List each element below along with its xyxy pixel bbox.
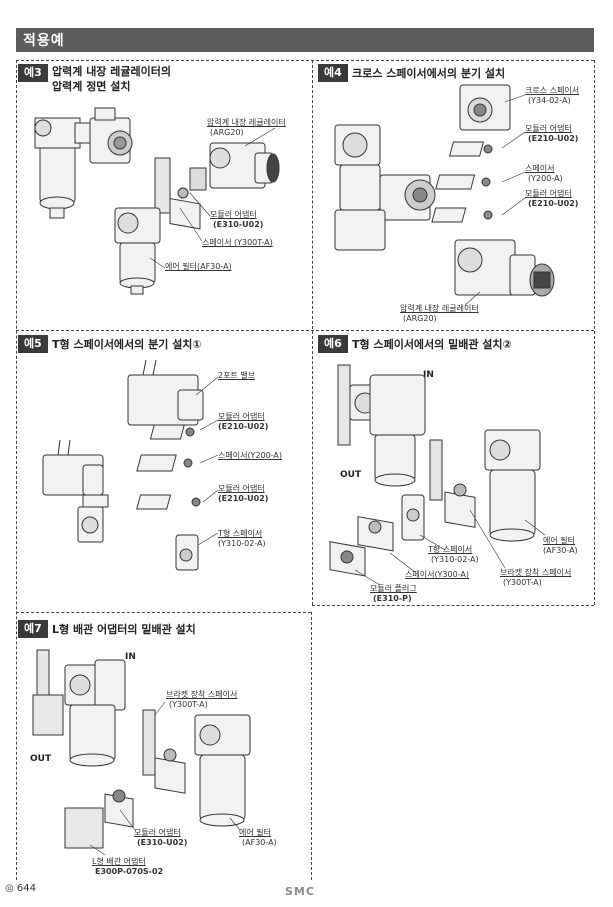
label-l-adapter: L형 배관 어댑터: [92, 857, 146, 866]
out-port-label: OUT: [30, 754, 52, 764]
label-modular-adapter-code: (E310-U02): [137, 838, 188, 847]
section-title: 적용예: [23, 33, 65, 49]
example-title: T형 스페이서에서의 밑배관 설치②: [352, 338, 512, 351]
divider: [312, 605, 594, 606]
label-air-filter-code: (AF30-A): [242, 838, 277, 847]
label-l-adapter-code: E300P-070S-02: [95, 867, 164, 876]
out-port-label: OUT: [340, 470, 362, 480]
page-number: ◎ 644: [5, 883, 37, 894]
ex4-assembly-drawing: [334, 84, 555, 306]
example-tag: 예5: [18, 335, 48, 353]
label-regulator-code: (ARG20): [210, 128, 244, 137]
in-port-label: IN: [423, 370, 434, 380]
label-modular-adapter-code: (E210-U02): [528, 134, 579, 143]
label-air-filter: 에어 필터(AF30-A): [165, 262, 232, 271]
label-modular-adapter: 모듈러 어댑터: [218, 412, 265, 421]
label-bracket-spacer-code: (Y300T-A): [169, 700, 208, 709]
label-cross-spacer: 크로스 스페이서: [525, 86, 580, 95]
in-port-label: IN: [125, 652, 136, 662]
section-header: 적용예: [16, 28, 594, 52]
divider: [594, 60, 595, 605]
label-t-spacer: T형 스페이서: [428, 545, 473, 554]
label-bracket-spacer: 브라켓 장착 스페이서: [500, 568, 572, 577]
label-air-filter: 에어 필터: [543, 536, 575, 545]
example-tag: 예6: [318, 335, 348, 353]
divider: [311, 612, 312, 880]
label-modular-adapter-code: (E210-U02): [218, 494, 269, 503]
divider: [16, 60, 17, 880]
label-t-spacer: T형 스페이서: [218, 529, 263, 538]
label-modular-adapter: 모듈러 어댑터: [525, 124, 572, 133]
label-valve: 2포트 밸브: [218, 371, 256, 380]
example-tag: 예3: [18, 64, 48, 82]
label-spacer: 스페이서 (Y300T-A): [202, 238, 273, 247]
label-regulator: 압력계 내장 레귤레이터: [400, 304, 479, 313]
label-regulator-code: (ARG20): [403, 314, 437, 323]
divider: [16, 60, 594, 61]
label-air-filter: 에어 필터: [239, 828, 271, 837]
ex7-assembly-drawing: [32, 649, 251, 856]
label-t-spacer-code: (Y310-02-A): [218, 539, 266, 548]
divider: [16, 612, 311, 613]
ex6-assembly-drawing: [329, 364, 546, 586]
label-regulator: 압력계 내장 레귤레이터: [207, 118, 286, 127]
example-title: L형 배관 어댑터의 밑배관 설치: [52, 623, 196, 636]
example-title-line1: 압력계 내장 레귤레이터의: [52, 65, 171, 78]
example-tag: 예4: [318, 64, 348, 82]
label-bracket-spacer: 브라켓 장착 스페이서: [166, 690, 238, 699]
label-modular-adapter: 모듈러 어댑터: [218, 484, 265, 493]
label-spacer: 스페이서(Y300-A): [405, 570, 470, 579]
ex3-assembly-drawing: [34, 107, 280, 295]
example-title: 크로스 스페이서에서의 분기 설치: [352, 67, 506, 80]
label-modular-plug: 모듈러 플러그: [370, 584, 417, 593]
label-spacer: 스페이서(Y200-A): [218, 451, 283, 460]
example-tag: 예7: [18, 620, 48, 638]
label-spacer: 스페이서: [525, 164, 555, 173]
divider: [16, 330, 594, 331]
label-cross-spacer-code: (Y34-02-A): [528, 96, 571, 105]
example-title-line2: 압력계 정면 설치: [52, 80, 131, 93]
label-modular-adapter: 모듈러 어댑터: [210, 210, 257, 219]
label-modular-adapter-code: (E310-U02): [213, 220, 264, 229]
label-modular-adapter-code: (E210-U02): [218, 422, 269, 431]
label-spacer-code: (Y200-A): [528, 174, 563, 183]
divider: [312, 60, 313, 605]
label-modular-plug-code: (E310-P): [373, 594, 412, 603]
label-modular-adapter: 모듈러 어댑터: [525, 189, 572, 198]
label-bracket-spacer-code: (Y300T-A): [503, 578, 542, 587]
example-title: T형 스페이서에서의 분기 설치①: [52, 338, 202, 351]
label-modular-adapter: 모듈러 어댑터: [134, 828, 181, 837]
label-air-filter-code: (AF30-A): [543, 546, 578, 555]
label-modular-adapter-code: (E210-U02): [528, 199, 579, 208]
ex5-assembly-drawing: [42, 359, 219, 571]
brand-logo: SMC: [285, 885, 315, 898]
page-marker-icon: ◎: [5, 883, 14, 894]
label-t-spacer-code: (Y310-02-A): [431, 555, 479, 564]
